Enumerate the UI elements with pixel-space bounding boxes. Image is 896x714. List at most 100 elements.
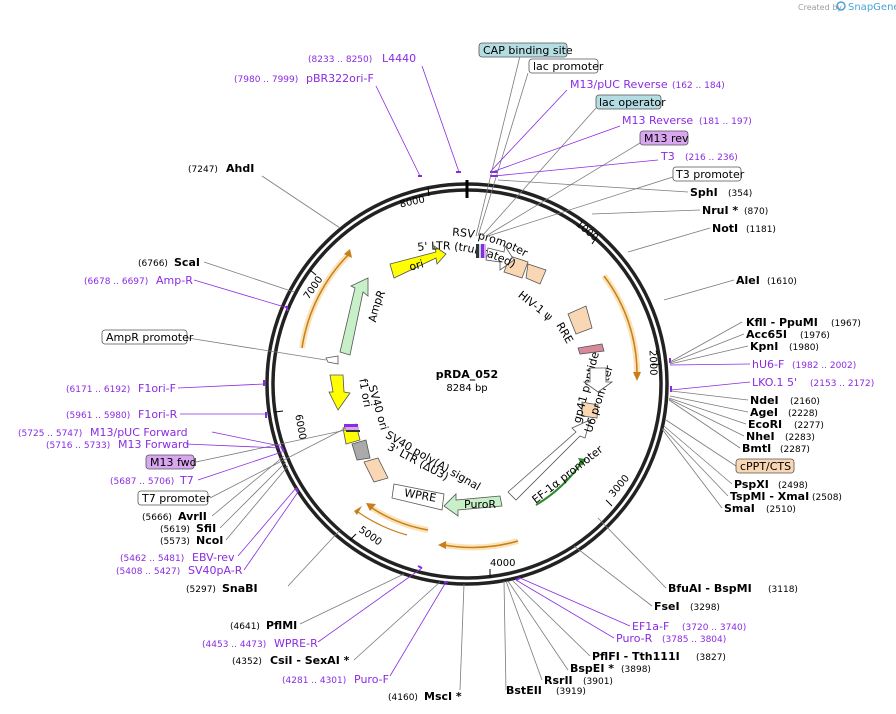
arc-arrowhead [354,506,362,515]
leader-f1orif [177,383,265,389]
t7-promoter-box [137,490,209,506]
leader-smai [661,428,723,509]
lko1-pos: (2153 .. 2172) [810,379,874,389]
wprer-pos: (4453 .. 4473) [202,640,266,650]
msci-site: MscI * [424,690,462,703]
acc65i-site: Acc65I [746,328,787,341]
wprer-primer: WPRE-R [274,637,318,650]
t7-cluster-mark [345,427,359,430]
leader-lac [477,72,529,237]
t3-promoter-box [672,166,742,182]
ampr-promoter-box [101,329,188,345]
leader-tspmi [662,427,729,497]
ef1af-primer: EF1a-F [632,620,669,633]
leader-sfii [219,461,287,529]
ruler-label: 6000 [292,414,307,441]
leader-snabi [287,529,341,587]
sfii-pos: (5619) [160,525,190,535]
sfii-site: SfiI [196,522,216,535]
lac-cluster-mark [476,244,479,258]
rre-feature [567,305,593,335]
sv40par-primer: SV40pA-R [188,564,243,577]
m13-forward-pos: (5716 .. 5733) [46,441,110,451]
lac-promoter-label: lac promoter [533,60,604,73]
sphi-pos: (354) [728,189,752,199]
leader-avrii [211,455,285,517]
alei-pos: (1610) [767,277,797,287]
pflfi-tth111i-pos: (3827) [696,653,726,663]
leader-bmti [668,399,741,449]
cap-binding-site-label: CAP binding site [483,44,573,57]
sv40-polya-feature [351,439,371,461]
f1-ori-label: f1 ori [356,378,374,409]
lentiviral-arc [443,540,519,549]
m13-fwd-label: M13 fwd [150,456,197,469]
leader-hu6f [669,363,751,366]
noti-site: NotI [712,222,738,235]
leader-lines [177,55,751,691]
snabi-pos: (5297) [186,585,216,595]
ampr-promoter-label: AmpR promoter [106,331,194,344]
ruler-tick [349,533,357,541]
ncoi-site: NcoI [196,534,223,547]
cap-binding-site-box [478,42,568,58]
noti-pos: (1181) [746,225,776,235]
pflmi-site: PflMI [266,619,297,632]
ruler-label: 3000 [607,473,632,500]
pspxi-pos: (2498) [778,481,808,491]
lentiviral-arc [357,511,408,536]
lac-operator-label: lac operator [599,96,666,109]
ori-label: ori [408,257,425,273]
lentiviral-arc [371,507,429,531]
m13-rev-label: M13 rev [644,132,689,145]
ruler-label: 4000 [490,558,515,569]
u6-box [581,401,599,419]
ncoi-pos: (5573) [160,537,190,547]
puror-feature [443,493,503,517]
lentiviral-arc [301,252,351,349]
bmti-pos: (2287) [780,445,810,455]
arc-arrowhead [438,541,446,549]
leader-m13puc [489,89,568,173]
leader-bsteii [503,580,507,691]
lac-cluster-mark [481,244,484,258]
leader-wprer [317,567,423,643]
ruler-tick [651,363,661,366]
rsrii-pos: (3901) [583,677,613,687]
lac-cluster-mark [484,244,486,258]
alei-site: AleI [736,274,760,287]
acc65i-pos: (1976) [800,331,830,341]
avrii-site: AvrII [178,510,207,523]
arc-arrowhead [633,372,641,381]
bspei-pos: (3898) [621,665,651,675]
bfuai-bspmi-site: BfuAI - BspMI [668,582,752,595]
leader-pbr322 [375,85,421,177]
primer-tick [417,565,423,569]
bfuai-bspmi-pos: (3118) [768,585,798,595]
leader-bfuai [597,517,667,589]
leader-m13pucfwd [211,431,281,447]
leader-pspxi [663,425,733,485]
ndei-pos: (2160) [790,397,820,407]
smai-pos: (2510) [766,505,796,515]
leader-rsrii [505,580,543,681]
m13-puc-reverse-pos: (162 .. 184) [672,81,725,91]
leader-m13revbox [485,142,641,237]
bsteii-pos: (3919) [556,687,586,697]
ampr-feature [339,277,369,356]
m13-puc-forward-pos: (5725 .. 5747) [18,429,82,439]
m13-forward-primer: M13 Forward [118,438,189,451]
leader-fsei [573,545,653,607]
kpni-site: KpnI [750,340,778,353]
sv40par-pos: (5408 .. 5427) [116,567,180,577]
t3-pos: (216 .. 236) [685,153,738,163]
leader-ndei [670,390,749,401]
t3-primer: T3 [660,150,675,163]
ruler-tick [605,499,613,507]
leader-ecori [668,397,747,425]
leader-nhei [668,398,745,437]
bsteii-site: BstEII [506,684,542,697]
leader-t3prom [487,175,677,237]
puror-primer: Puro-R [616,632,653,645]
